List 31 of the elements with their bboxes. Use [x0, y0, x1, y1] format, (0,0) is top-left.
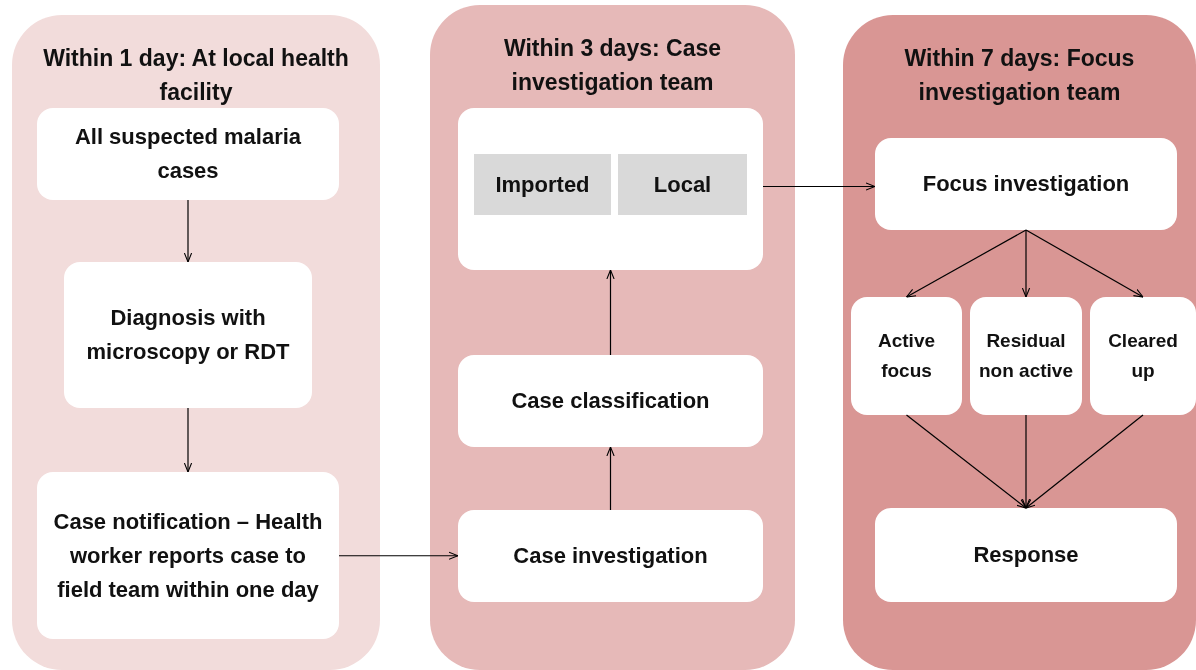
arrow	[1021, 229, 1031, 298]
panel-title: Within 1 day: At local health facility	[42, 44, 350, 107]
category-box: Imported	[474, 154, 611, 215]
process-box: Response	[875, 508, 1177, 602]
panel-title: Within 7 days: Focus investigation team	[903, 44, 1136, 107]
process-box	[458, 108, 763, 270]
process-box: All suspected malaria cases	[37, 108, 339, 200]
process-box: Case classification	[458, 355, 763, 447]
stage-panel	[430, 5, 795, 670]
arrow	[1021, 414, 1031, 509]
process-box: Residual non active	[970, 297, 1082, 415]
arrow	[1025, 414, 1144, 509]
panel-title: Within 3 days: Case investigation team	[502, 34, 723, 97]
process-box: Diagnosis with microscopy or RDT	[64, 262, 312, 408]
category-box: Local	[618, 154, 747, 215]
process-box: Case notification – Health worker reports case to field team within one day	[37, 472, 339, 639]
arrow	[606, 446, 615, 511]
arrow	[762, 182, 876, 191]
arrow	[338, 551, 459, 560]
process-box: Case investigation	[458, 510, 763, 602]
arrow	[905, 414, 1027, 509]
arrow	[183, 407, 193, 473]
arrow	[183, 199, 193, 263]
stage-panel	[843, 15, 1196, 670]
stage-panel	[12, 15, 380, 670]
arrow	[606, 269, 615, 356]
process-box: Cleared up	[1090, 297, 1196, 415]
arrow	[905, 229, 1027, 298]
process-box: Focus investigation	[875, 138, 1177, 230]
process-box: Active focus	[851, 297, 962, 415]
arrow	[1025, 229, 1144, 298]
